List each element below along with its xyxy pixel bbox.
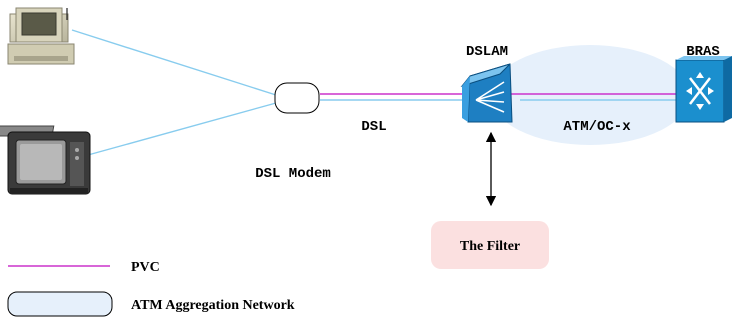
- atm-link-label: ATM/OC-x: [563, 119, 631, 135]
- tv-icon: [0, 125, 91, 195]
- bras-router-icon: [675, 56, 732, 123]
- bras-label: BRAS: [686, 44, 720, 60]
- atm-aggregation-cloud: [490, 45, 690, 145]
- dsl-label: DSL: [361, 119, 386, 135]
- desktop-pc-icon: [7, 7, 75, 65]
- dsl-modem-label: DSL Modem: [255, 166, 331, 182]
- legend-atm-label: ATM Aggregation Network: [131, 298, 295, 313]
- dslam-label: DSLAM: [466, 44, 508, 60]
- legend-pvc-label: PVC: [131, 260, 160, 275]
- dsl-modem-icon: [274, 82, 320, 114]
- filter-box: [431, 221, 549, 269]
- legend: PVC ATM Aggregation Network: [7, 260, 295, 317]
- dslam-icon: [460, 63, 513, 123]
- tv-to-modem-link: [87, 102, 277, 156]
- legend-atm-swatch: [7, 291, 113, 317]
- pc-to-modem-link: [71, 29, 277, 96]
- filter-label: The Filter: [460, 239, 520, 254]
